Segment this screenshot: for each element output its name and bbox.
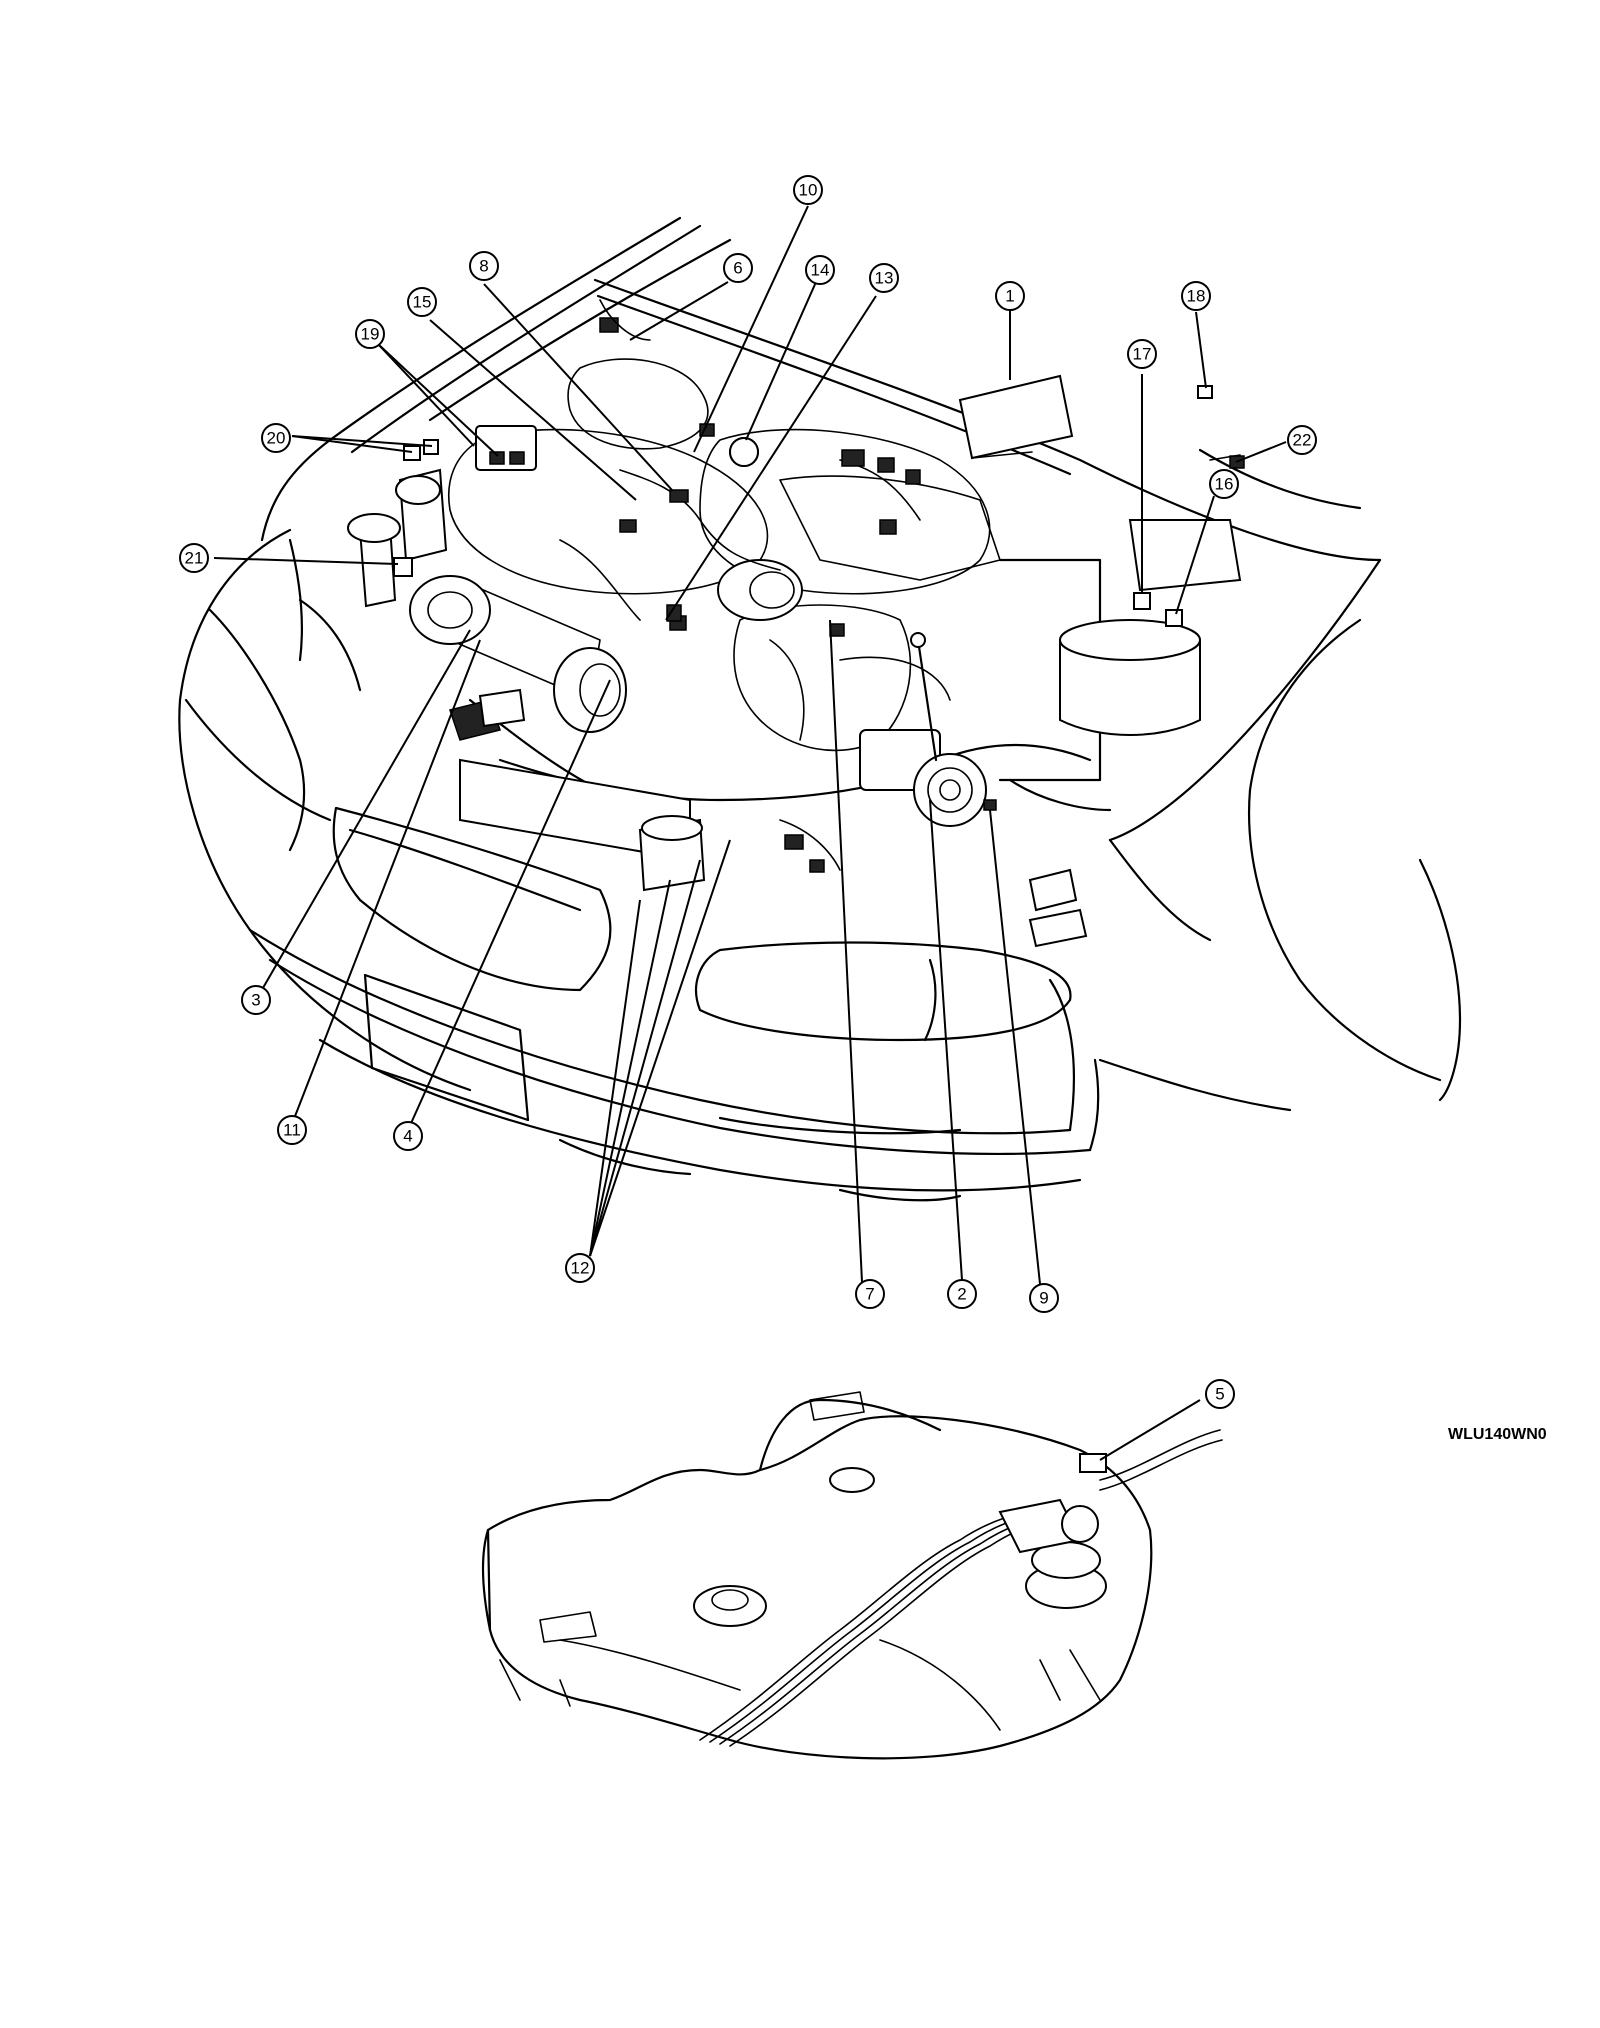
- callout-14: 14: [805, 255, 835, 285]
- engine-components: [347, 299, 1245, 948]
- fuel-tank: [481, 1391, 1223, 1760]
- callout-19: 19: [355, 319, 385, 349]
- callout-16-label: 16: [1215, 475, 1234, 494]
- callout-16: 16: [1209, 469, 1239, 499]
- callout-12-label: 12: [571, 1259, 590, 1278]
- callout-10-label: 10: [799, 181, 818, 200]
- figure-code: WLU140WN0: [1448, 1426, 1547, 1443]
- callout-15: 15: [407, 287, 437, 317]
- callout-9: 9: [1029, 1283, 1059, 1313]
- callout-3: 3: [241, 985, 271, 1015]
- callout-11: 11: [277, 1115, 307, 1145]
- callout-6-label: 6: [733, 259, 742, 278]
- callout-8-label: 8: [479, 257, 488, 276]
- callout-14-label: 14: [811, 261, 830, 280]
- callout-22: 22: [1287, 425, 1317, 455]
- callout-7-label: 7: [865, 1285, 874, 1304]
- callout-2-label: 2: [957, 1285, 966, 1304]
- callout-18-label: 18: [1187, 287, 1206, 306]
- callout-11-label: 11: [283, 1121, 301, 1140]
- callout-1-label: 1: [1005, 287, 1014, 306]
- callout-21: 21: [179, 543, 209, 573]
- callout-15-label: 15: [413, 293, 432, 312]
- callout-20-label: 20: [267, 429, 286, 448]
- callout-5: 5: [1205, 1379, 1235, 1409]
- callout-12: 12: [565, 1253, 595, 1283]
- callout-13-label: 13: [875, 269, 894, 288]
- callout-10: 10: [793, 175, 823, 205]
- callout-19-label: 19: [361, 325, 380, 344]
- vehicle-outline: [178, 216, 1462, 1202]
- callout-13: 13: [869, 263, 899, 293]
- callout-2: 2: [947, 1279, 977, 1309]
- callout-9-label: 9: [1039, 1289, 1048, 1308]
- callout-18: 18: [1181, 281, 1211, 311]
- leader-lines: [213, 205, 1287, 1461]
- callout-1: 1: [995, 281, 1025, 311]
- callout-17: 17: [1127, 339, 1157, 369]
- callout-5-label: 5: [1215, 1385, 1224, 1404]
- callout-8: 8: [469, 251, 499, 281]
- callout-21-label: 21: [185, 549, 204, 568]
- callout-4-label: 4: [403, 1127, 412, 1146]
- callout-22-label: 22: [1293, 431, 1312, 450]
- callout-7: 7: [855, 1279, 885, 1309]
- callout-3-label: 3: [251, 991, 260, 1010]
- callout-17-label: 17: [1133, 345, 1152, 364]
- callout-6: 6: [723, 253, 753, 283]
- callout-20: 20: [261, 423, 291, 453]
- callout-4: 4: [393, 1121, 423, 1151]
